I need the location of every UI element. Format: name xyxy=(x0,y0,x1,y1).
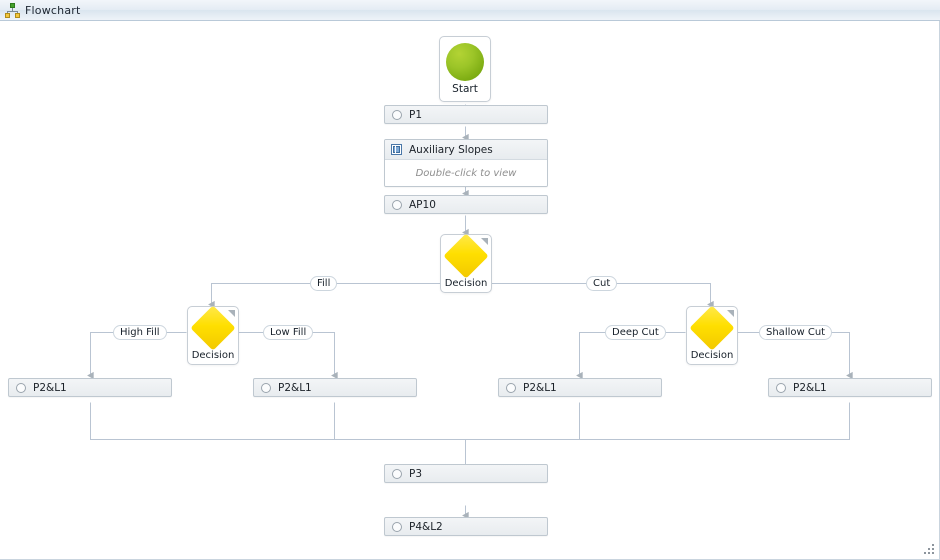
node-auxiliary-slopes-body[interactable]: Double-click to view xyxy=(385,160,547,186)
node-p4l2[interactable]: P4&L2 xyxy=(384,517,548,536)
node-auxiliary-slopes[interactable]: Auxiliary Slopes Double-click to view xyxy=(384,139,548,187)
node-corner-marker-icon xyxy=(481,238,488,245)
node-p4l2-label: P4&L2 xyxy=(409,520,443,533)
node-decision-fill[interactable]: Decision xyxy=(187,305,239,365)
node-ap10[interactable]: AP10 xyxy=(384,195,548,214)
resize-grip[interactable] xyxy=(923,543,936,556)
edge-label-deep-cut: Deep Cut xyxy=(605,325,666,340)
circle-step-icon xyxy=(776,382,786,393)
node-p2l1-low-fill[interactable]: P2&L1 xyxy=(253,378,417,397)
circle-step-icon xyxy=(261,382,271,393)
node-decision-main[interactable]: Decision xyxy=(440,233,492,293)
node-p3[interactable]: P3 xyxy=(384,464,548,483)
node-p3-label: P3 xyxy=(409,467,423,480)
node-auxiliary-slopes-hint: Double-click to view xyxy=(415,167,517,179)
node-decision-cut[interactable]: Decision xyxy=(686,305,738,365)
node-corner-marker-icon xyxy=(727,310,734,317)
node-p2l1-high-fill-label: P2&L1 xyxy=(33,381,67,394)
node-p2l1-deep-cut-label: P2&L1 xyxy=(523,381,557,394)
subprocess-icon xyxy=(391,144,402,155)
flowchart-canvas[interactable]: Start P1 Auxiliary Slopes Double-click t… xyxy=(0,21,940,560)
node-corner-marker-icon xyxy=(228,310,235,317)
flowchart-icon xyxy=(5,2,20,18)
node-start[interactable]: Start xyxy=(439,36,491,102)
node-ap10-label: AP10 xyxy=(409,198,436,211)
edge-label-fill: Fill xyxy=(310,276,338,291)
node-decision-cut-label: Decision xyxy=(690,350,734,361)
node-p2l1-shallow-cut[interactable]: P2&L1 xyxy=(768,378,932,397)
edge-label-low-fill: Low Fill xyxy=(263,325,314,340)
node-p2l1-deep-cut[interactable]: P2&L1 xyxy=(498,378,662,397)
node-p1[interactable]: P1 xyxy=(384,105,548,124)
green-circle-icon xyxy=(446,43,484,81)
circle-step-icon xyxy=(506,382,516,393)
circle-step-icon xyxy=(16,382,26,393)
window-titlebar: Flowchart xyxy=(0,0,940,21)
edge-label-shallow-cut: Shallow Cut xyxy=(759,325,833,340)
edge-label-cut: Cut xyxy=(586,276,618,291)
node-p2l1-low-fill-label: P2&L1 xyxy=(278,381,312,394)
node-p2l1-high-fill[interactable]: P2&L1 xyxy=(8,378,172,397)
node-p2l1-shallow-cut-label: P2&L1 xyxy=(793,381,827,394)
node-auxiliary-slopes-title: Auxiliary Slopes xyxy=(409,143,493,156)
circle-step-icon xyxy=(392,199,402,210)
node-p1-label: P1 xyxy=(409,108,423,121)
node-auxiliary-slopes-header[interactable]: Auxiliary Slopes xyxy=(385,140,547,160)
circle-step-icon xyxy=(392,521,402,532)
node-decision-fill-label: Decision xyxy=(191,350,235,361)
edge-label-high-fill: High Fill xyxy=(113,325,167,340)
circle-step-icon xyxy=(392,109,402,120)
circle-step-icon xyxy=(392,468,402,479)
node-decision-main-label: Decision xyxy=(444,278,488,289)
window-title: Flowchart xyxy=(25,3,81,17)
node-start-label: Start xyxy=(452,83,478,95)
